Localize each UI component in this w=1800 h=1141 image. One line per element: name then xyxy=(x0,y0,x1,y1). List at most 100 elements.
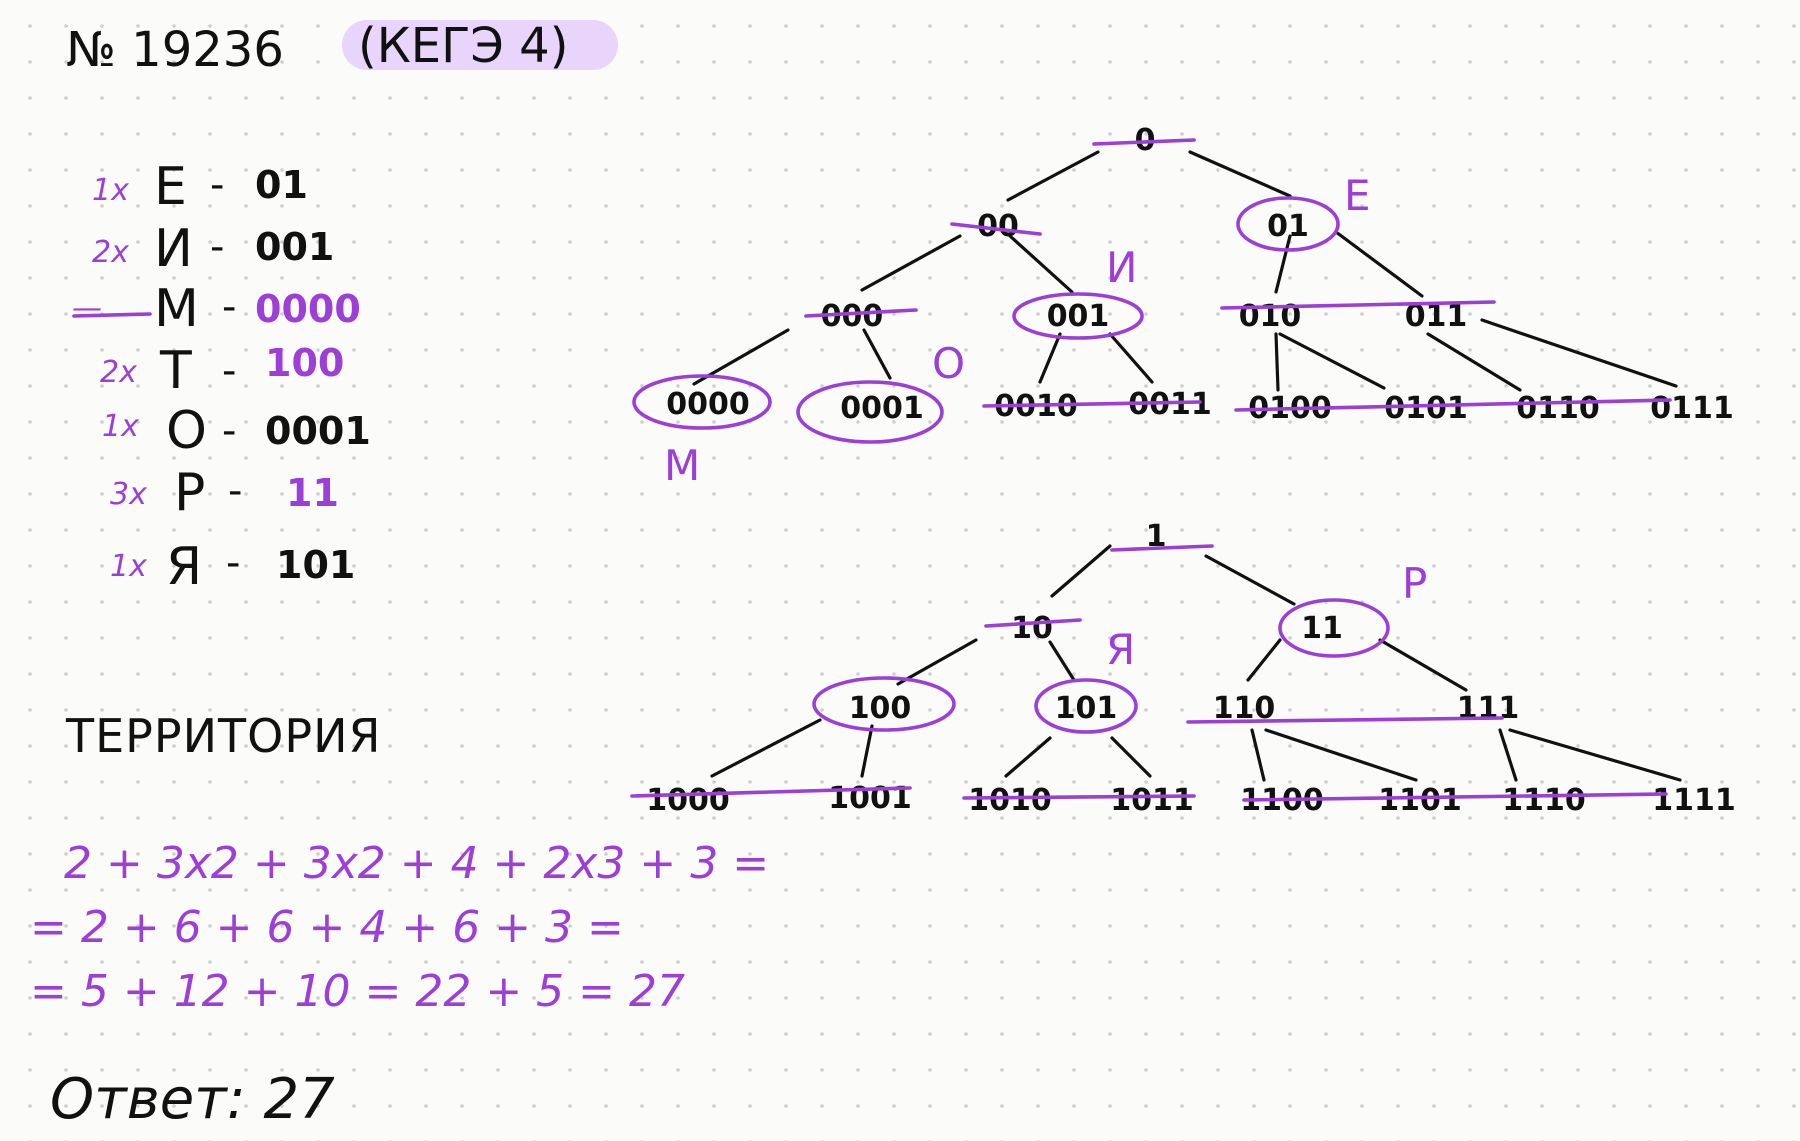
list-dash: - xyxy=(222,284,236,330)
tree-edge xyxy=(1250,728,1266,782)
strike-mark xyxy=(1092,138,1196,146)
tree-edge xyxy=(1204,554,1296,606)
tree-node: 0111 xyxy=(1650,391,1734,426)
list-code: 100 xyxy=(265,341,344,385)
node-circle xyxy=(1236,196,1340,252)
strike-mark xyxy=(804,308,918,318)
tree-edge xyxy=(1264,728,1418,782)
list-letter: Т xyxy=(159,341,192,401)
list-code: 0000 xyxy=(255,287,361,331)
tree-zero: 0 00 01 000 001 010 011 0000 0001 0010 0… xyxy=(632,123,1734,490)
tree-node: 010 xyxy=(1239,299,1302,334)
strike-mark xyxy=(1242,792,1668,802)
strike-mark xyxy=(72,312,152,318)
list-letter: О xyxy=(166,401,207,461)
tree-node: 1010 xyxy=(968,783,1052,818)
calc-line-1: 2 + 3x2 + 3x2 + 4 + 2x3 + 3 = xyxy=(64,838,769,889)
tree-edge xyxy=(1378,638,1468,692)
tree-node: 101 xyxy=(1055,691,1118,726)
strike-mark xyxy=(1186,716,1504,724)
strike-mark xyxy=(1220,300,1496,310)
tree-node: 01 xyxy=(1267,209,1309,244)
tree-node: 1101 xyxy=(1378,783,1462,818)
list-code: 11 xyxy=(286,471,339,515)
tree-edge xyxy=(1246,638,1282,682)
strike-mark xyxy=(984,618,1082,628)
list-code: 001 xyxy=(255,225,334,269)
list-dash: - xyxy=(210,162,224,208)
list-dash: - xyxy=(226,540,240,586)
list-count: 1x xyxy=(92,173,129,208)
tree-edge xyxy=(1048,640,1076,682)
list-count: — xyxy=(72,291,102,326)
code-list: 1x Е - 01 2x И - 001 — М - 0000 2x Т - 1… xyxy=(72,157,371,597)
tree-node: 1011 xyxy=(1110,783,1194,818)
list-letter: Я xyxy=(166,537,202,597)
tree-node: 1000 xyxy=(646,783,730,818)
list-count: 3x xyxy=(110,477,147,512)
task-tag-highlight xyxy=(342,20,618,70)
calc-line-3: = 5 + 12 + 10 = 22 + 5 = 27 xyxy=(30,966,685,1017)
tree-edge xyxy=(1498,728,1518,782)
tree-letter: Р xyxy=(1402,559,1427,608)
node-circle xyxy=(796,380,944,444)
calculation: 2 + 3x2 + 3x2 + 4 + 2x3 + 3 = = 2 + 6 + … xyxy=(30,838,769,1017)
tree-node: 1110 xyxy=(1502,783,1586,818)
strike-mark xyxy=(962,794,1196,800)
tree-edge xyxy=(1274,234,1292,294)
tree-edge xyxy=(860,724,874,778)
list-letter: Р xyxy=(174,463,205,523)
tree-edge xyxy=(1334,230,1424,298)
list-code: 01 xyxy=(255,163,308,207)
node-circle xyxy=(632,374,772,430)
tree-edge xyxy=(1508,728,1682,782)
tree-letter: И xyxy=(1106,243,1137,292)
tree-node: 111 xyxy=(1457,691,1520,726)
list-letter: И xyxy=(154,219,193,279)
tree-edge xyxy=(1050,544,1112,598)
tree-node: 11 xyxy=(1301,611,1343,646)
tree-edge xyxy=(1110,736,1152,778)
tree-letter: О xyxy=(932,339,965,388)
task-tag: (КЕГЭ 4) xyxy=(358,18,568,74)
tree-edge xyxy=(1038,332,1062,384)
tree-node: 1001 xyxy=(828,781,912,816)
tree-edge xyxy=(1008,234,1074,294)
tree-letter: М xyxy=(664,441,700,490)
tree-edge xyxy=(1188,150,1292,198)
strike-mark xyxy=(630,786,912,798)
tree-edge xyxy=(1278,332,1386,390)
tree-edge xyxy=(1004,736,1052,778)
list-dash: - xyxy=(222,408,236,454)
tree-node: 001 xyxy=(1047,299,1110,334)
list-count: 2x xyxy=(92,235,129,270)
tree-edge xyxy=(896,638,978,686)
tree-node: 0001 xyxy=(840,391,924,426)
tree-node: 0110 xyxy=(1516,391,1600,426)
node-circle xyxy=(1034,678,1138,734)
tree-node: 000 xyxy=(821,299,884,334)
strike-mark xyxy=(982,400,1202,408)
list-code: 0001 xyxy=(265,409,371,453)
strike-mark xyxy=(1110,544,1214,552)
tree-node: 1 xyxy=(1146,519,1167,554)
list-count: 2x xyxy=(100,355,137,390)
list-count: 1x xyxy=(110,549,147,584)
list-dash: - xyxy=(222,348,236,394)
encoded-word: ТЕРРИТОРИЯ xyxy=(65,709,381,763)
tree-edge xyxy=(1274,332,1280,392)
task-number: № 19236 xyxy=(66,22,284,78)
list-dash: - xyxy=(228,468,242,514)
tree-edge xyxy=(1108,332,1154,384)
node-circle xyxy=(812,676,956,732)
tree-edge xyxy=(860,234,962,292)
tree-node: 10 xyxy=(1011,611,1053,646)
node-circle xyxy=(1012,292,1144,340)
answer: Ответ: 27 xyxy=(50,1067,335,1132)
list-letter: Е xyxy=(154,157,187,217)
tree-node: 0000 xyxy=(666,387,750,422)
calc-line-2: = 2 + 6 + 6 + 4 + 6 + 3 = xyxy=(30,902,624,953)
tree-edge xyxy=(862,328,892,380)
tree-letter: Е xyxy=(1344,171,1371,220)
tree-node: 100 xyxy=(849,691,912,726)
